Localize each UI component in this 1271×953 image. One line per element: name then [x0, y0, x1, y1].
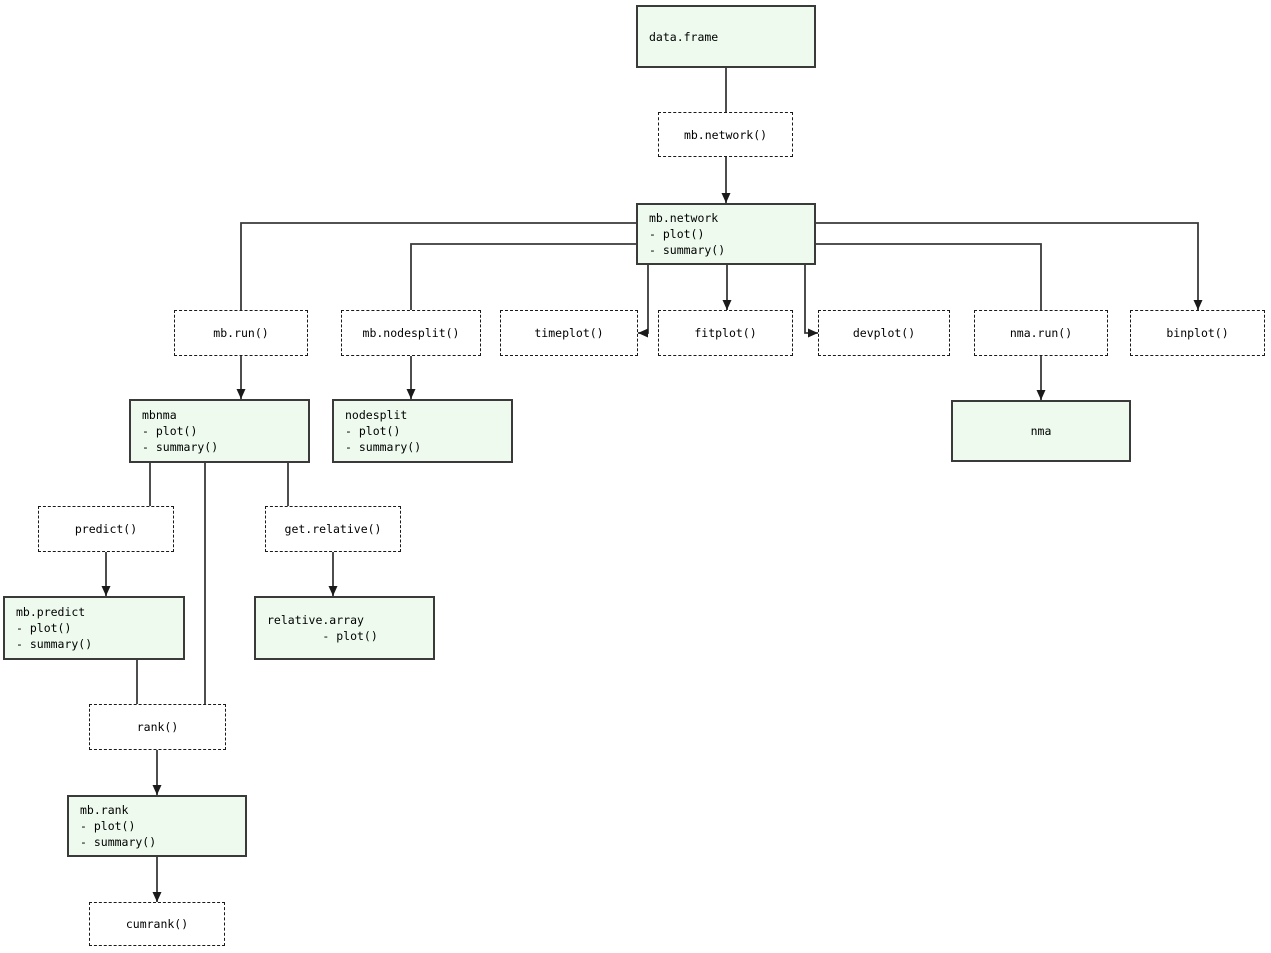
node-get-relative-fn-label: get.relative() — [284, 522, 382, 536]
node-nma-run-fn: nma.run() — [974, 310, 1108, 356]
node-mb-run-fn-label: mb.run() — [213, 326, 269, 340]
node-mb-nodesplit-fn-label: mb.nodesplit() — [362, 326, 460, 340]
node-mbnma-label: mbnma - plot() - summary() — [142, 408, 219, 454]
node-nodesplit-label: nodesplit - plot() - summary() — [345, 408, 422, 454]
node-fitplot-fn: fitplot() — [658, 310, 793, 356]
node-mb-network-label: mb.network - plot() - summary() — [649, 211, 726, 257]
node-binplot-fn: binplot() — [1130, 310, 1265, 356]
node-binplot-fn-label: binplot() — [1166, 326, 1229, 340]
node-timeplot-fn: timeplot() — [500, 310, 638, 356]
node-mb-predict-label: mb.predict - plot() - summary() — [16, 605, 93, 651]
node-cumrank-fn-label: cumrank() — [125, 917, 189, 931]
node-mb-rank-label: mb.rank - plot() - summary() — [80, 803, 157, 849]
node-relative-array-label: relative.array - plot() — [267, 613, 378, 643]
node-mb-predict: mb.predict - plot() - summary() — [3, 596, 185, 660]
node-mb-nodesplit-fn: mb.nodesplit() — [341, 310, 481, 356]
node-cumrank-fn: cumrank() — [89, 902, 225, 946]
node-devplot-fn-label: devplot() — [852, 326, 916, 340]
edge-mbnetwork-to-mbrun — [240, 222, 636, 310]
node-timeplot-fn-label: timeplot() — [534, 326, 604, 340]
node-mb-rank: mb.rank - plot() - summary() — [67, 795, 247, 857]
edge-mbnetwork-to-devplot — [804, 265, 818, 338]
edge-mbnetwork-to-timeplot — [638, 265, 649, 338]
node-mb-network-fn-label: mb.network() — [683, 127, 768, 142]
node-devplot-fn: devplot() — [818, 310, 950, 356]
node-get-relative-fn: get.relative() — [265, 506, 401, 552]
node-fitplot-fn-label: fitplot() — [694, 326, 757, 340]
edge-mbnetwork-to-nmarun — [816, 243, 1042, 310]
node-predict-fn: predict() — [38, 506, 174, 552]
node-mb-network: mb.network - plot() - summary() — [636, 203, 816, 265]
node-mb-network-fn: mb.network() — [658, 112, 793, 157]
node-nma: nma — [951, 400, 1131, 462]
node-nma-label: nma — [1030, 424, 1052, 438]
node-data-frame: data.frame — [636, 5, 816, 68]
edge-mbnetwork-to-binplot — [816, 222, 1203, 310]
node-rank-fn-label: rank() — [136, 720, 179, 734]
node-mb-run-fn: mb.run() — [174, 310, 308, 356]
node-rank-fn: rank() — [89, 704, 226, 750]
node-data-frame-label: data.frame — [649, 29, 719, 44]
node-predict-fn-label: predict() — [74, 522, 138, 536]
node-nodesplit: nodesplit - plot() - summary() — [332, 399, 513, 463]
edge-mbnetwork-to-mbnodesplit — [410, 243, 636, 310]
node-mbnma: mbnma - plot() - summary() — [129, 399, 310, 463]
node-nma-run-fn-label: nma.run() — [1009, 326, 1073, 340]
node-relative-array: relative.array - plot() — [254, 596, 435, 660]
